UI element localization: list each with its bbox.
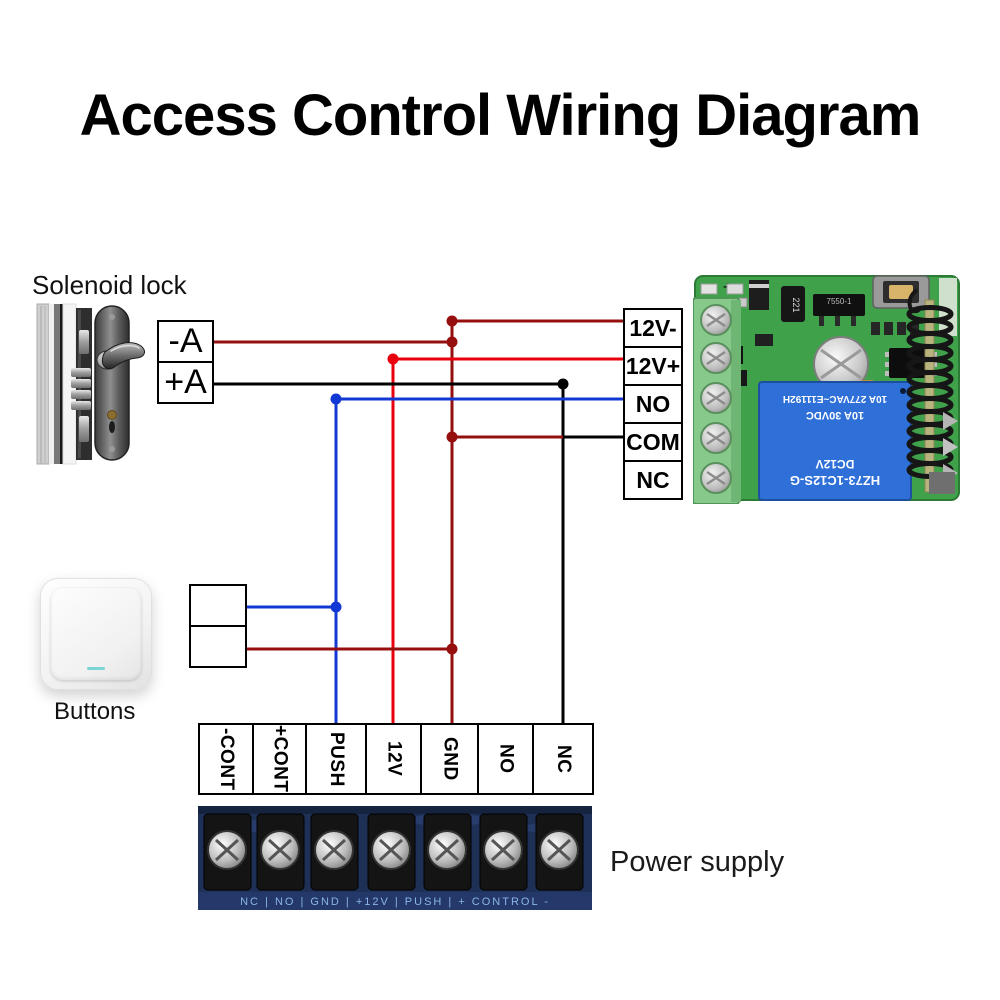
strip-label-gnd: GND: [439, 737, 461, 781]
junction-dot: [446, 431, 458, 443]
strip-cell-minus-cont: -CONT: [200, 725, 254, 793]
junction-dot: [446, 336, 458, 348]
blue-relay: HZ73-1C12S-G DC12V 10A 30VDC 10A 277VAC~…: [758, 381, 912, 501]
relay-ac-rating-text: 10A 277VAC~E11192H: [783, 393, 887, 404]
junction-dot: [446, 315, 458, 327]
terminal-com-label: COM: [626, 428, 680, 455]
door-seal-strip: [36, 303, 50, 465]
switch-rocker: [51, 588, 141, 680]
terminal-no: NO: [623, 384, 683, 424]
strip-cell-gnd: GND: [422, 725, 479, 793]
strip-label-minus-cont: -CONT: [216, 727, 237, 791]
strip-label-nc: NC: [553, 744, 574, 774]
junction-dot: [557, 378, 569, 390]
button-connector-top: [189, 584, 247, 627]
terminal-12v-plus: 12V+: [623, 346, 683, 386]
terminal-no-label: NO: [635, 390, 671, 417]
solenoid-lock-label: Solenoid lock: [32, 270, 187, 300]
terminal-com: COM: [623, 422, 683, 462]
antenna-coil: [906, 288, 958, 494]
solenoid-lock-photo: [35, 302, 145, 467]
junction-dot: [387, 353, 399, 365]
voltage-regulator: [813, 294, 865, 316]
power-terminal-screws: [207, 830, 579, 870]
lock-terminal-block: -A +A: [157, 320, 214, 404]
strip-cell-12v: 12V: [367, 725, 422, 793]
wall-switch-photo: [40, 578, 152, 690]
deadbolt: [71, 390, 91, 399]
terminal-minus-a: -A: [157, 320, 214, 363]
deadbolt: [71, 379, 91, 388]
deadbolt: [71, 368, 91, 377]
capacitor-221-label: 221: [791, 297, 801, 312]
relay-terminal-block: 12V- 12V+ NO COM NC: [623, 308, 683, 500]
terminal-12v-plus-label: 12V+: [625, 352, 681, 379]
page-title: Access Control Wiring Diagram: [79, 83, 922, 148]
terminal-12v-minus: 12V-: [623, 308, 683, 348]
terminal-minus-a-label: -A: [168, 322, 203, 360]
junction-dot: [330, 601, 342, 613]
regulator-label: 7550-1: [827, 297, 852, 306]
terminal-plus-a-label: +A: [164, 363, 207, 401]
relay-coil-text: DC12V: [816, 457, 855, 471]
terminal-nc-label: NC: [636, 466, 670, 493]
strip-cell-push: PUSH: [307, 725, 367, 793]
button-connector-block: [189, 584, 247, 668]
terminal-screws: [700, 304, 732, 494]
strip-cell-plus-cont: +CONT: [254, 725, 307, 793]
strip-label-no: NO: [495, 744, 517, 774]
strip-cell-nc: NC: [534, 725, 592, 793]
button-connector-bottom: [189, 625, 247, 668]
switch-indicator: [87, 667, 105, 670]
power-board-print: NC | NO | GND | +12V | PUSH | + CONTROL …: [240, 896, 550, 908]
buttons-label: Buttons: [54, 698, 136, 725]
strip-label-12v: 12V: [383, 741, 405, 777]
escutcheon-plate: [94, 305, 130, 461]
power-supply-photo: NC | NO | GND | +12V | PUSH | + CONTROL …: [198, 806, 592, 910]
deadbolt: [71, 401, 91, 410]
terminal-nc: NC: [623, 460, 683, 500]
junction-dot: [446, 643, 458, 655]
power-supply-label: Power supply: [610, 846, 785, 878]
keyhole: [107, 410, 117, 420]
strip-label-push: PUSH: [326, 731, 347, 787]
capacitor-221: [781, 286, 805, 322]
strip-label-plus-cont: +CONT: [269, 725, 291, 793]
relay-model-text: HZ73-1C12S-G: [790, 473, 880, 488]
relay-dc-rating-text: 10A 30VDC: [806, 409, 864, 421]
terminal-plus-a: +A: [157, 361, 214, 404]
strip-cell-no: NO: [479, 725, 534, 793]
terminal-12v-minus-label: 12V-: [629, 314, 677, 341]
relay-module-photo: + 221 7550-1: [693, 275, 960, 504]
controller-terminal-strip: -CONT +CONT PUSH 12V GND NO NC: [198, 723, 594, 795]
junction-dot: [330, 393, 342, 405]
